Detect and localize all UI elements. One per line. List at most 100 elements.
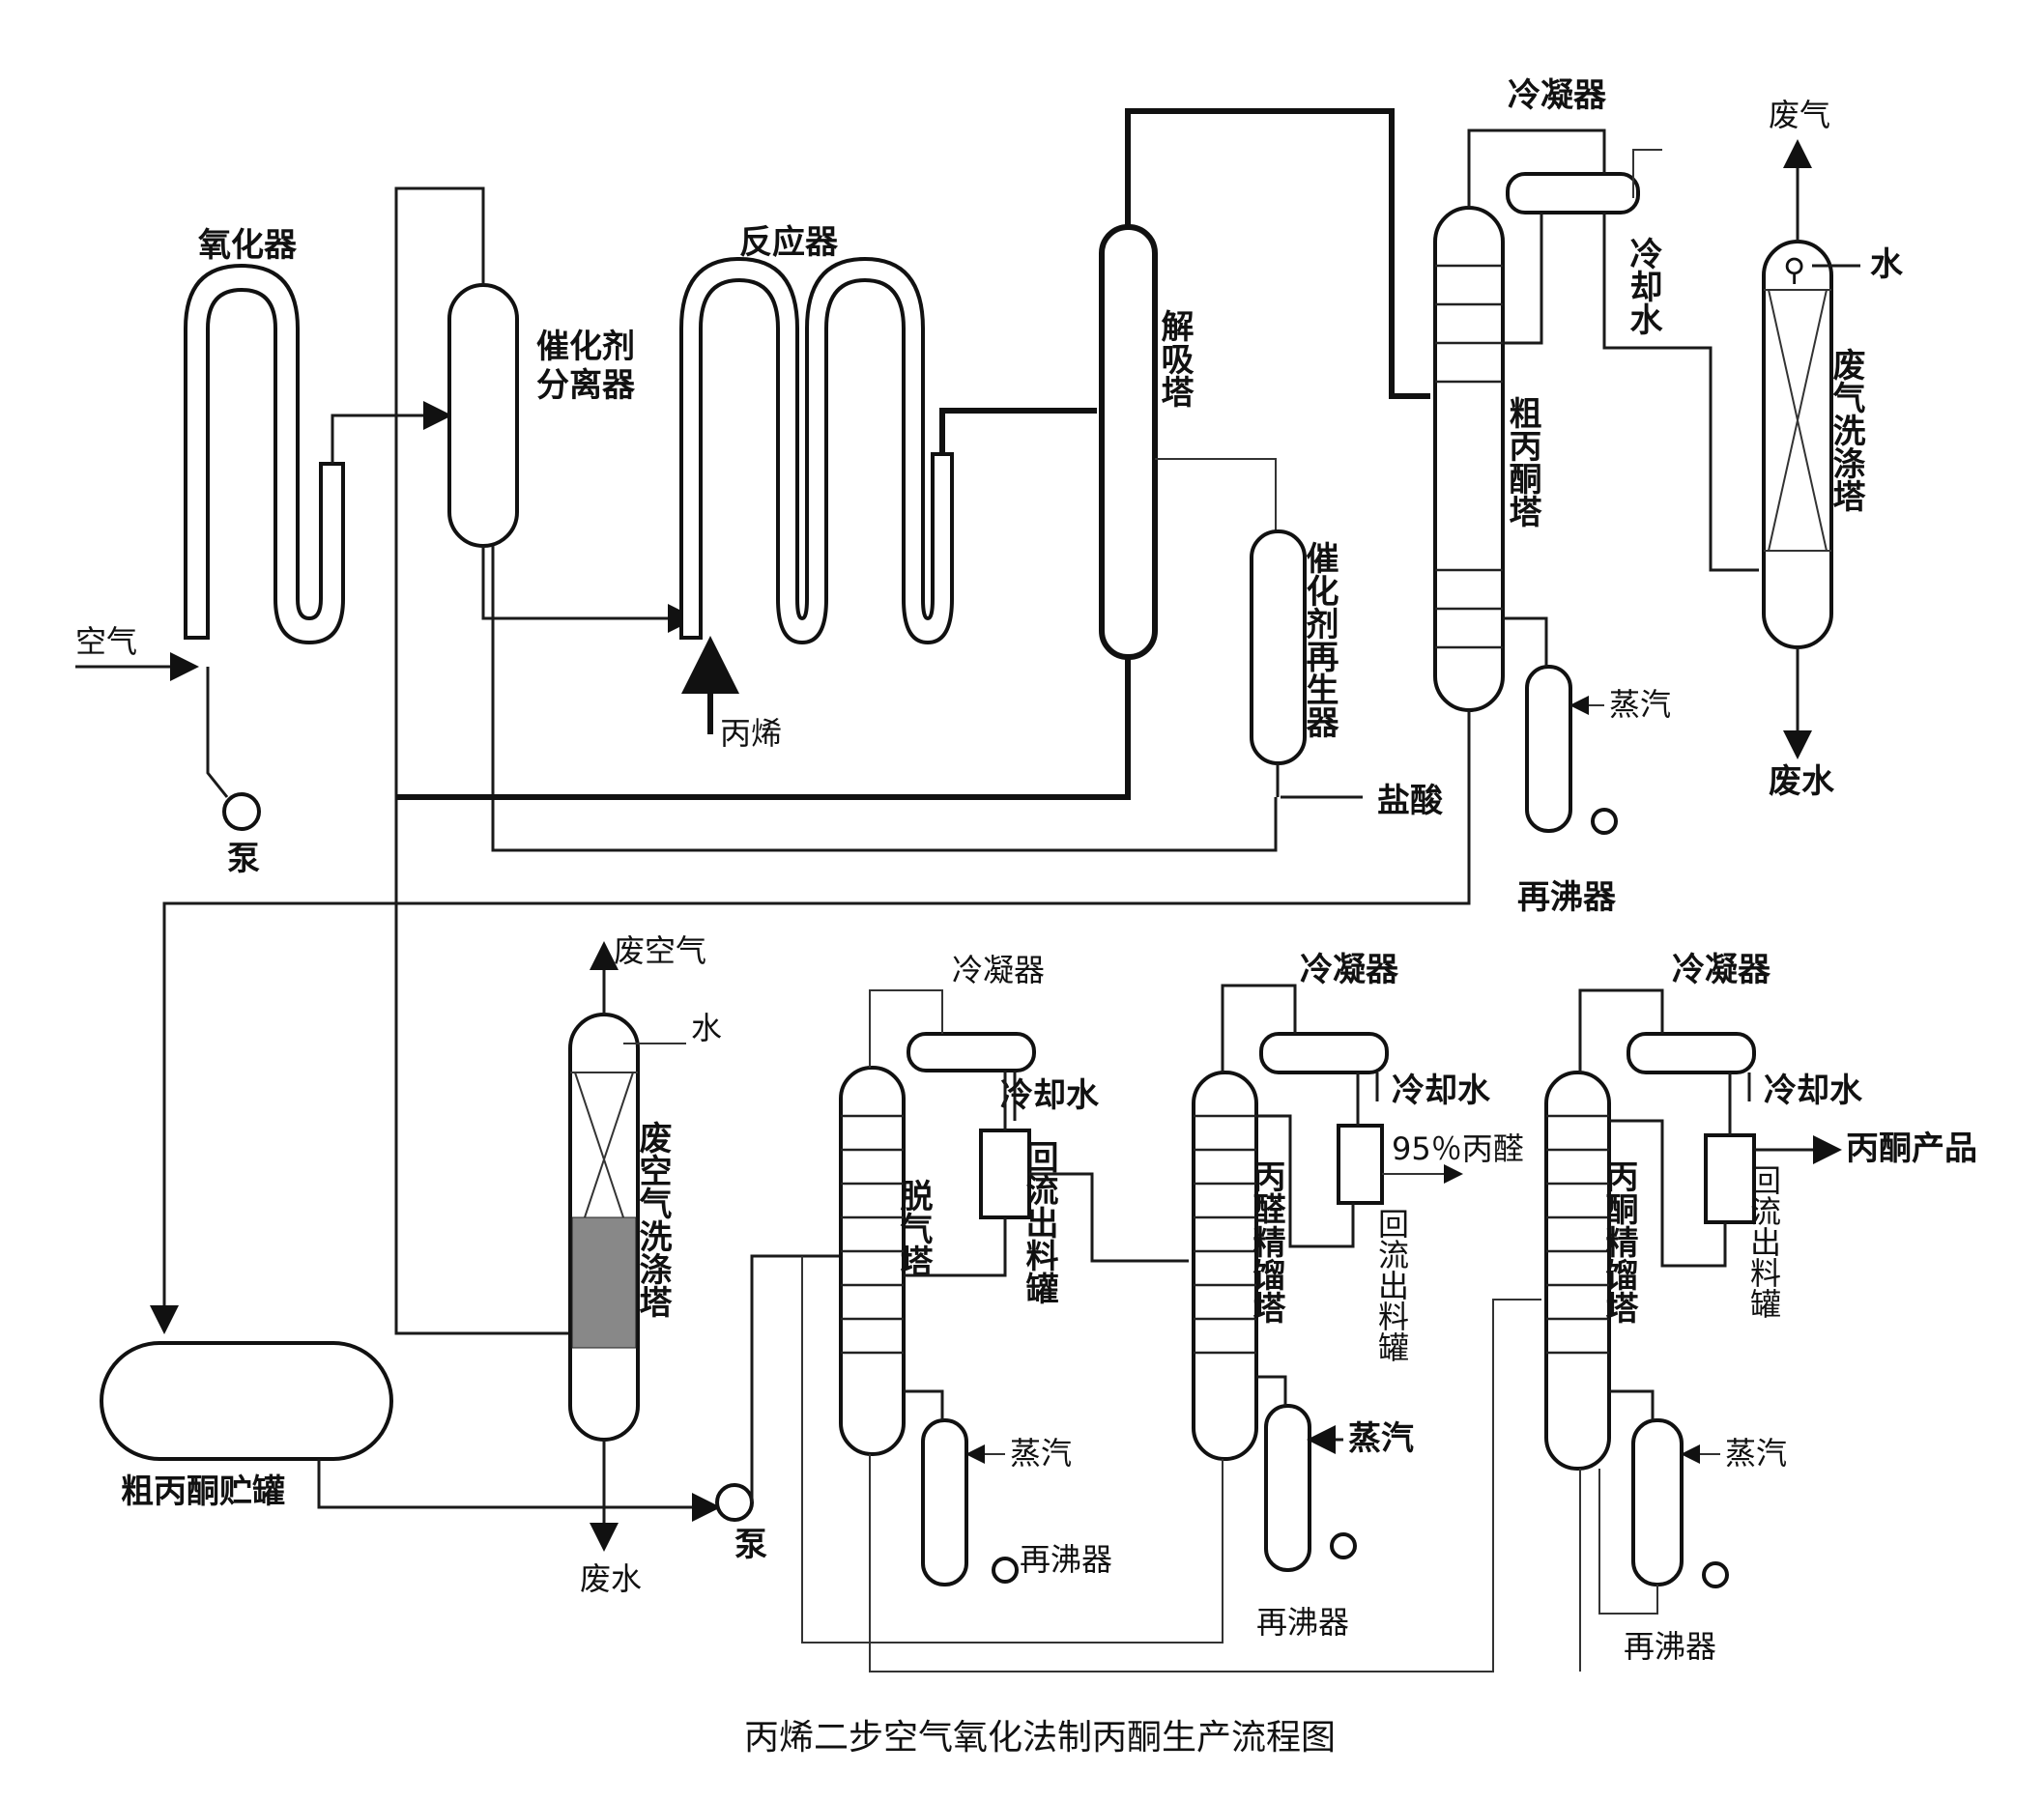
reboiler-2-label: 再沸器 <box>1256 1604 1349 1641</box>
reflux-tank-1-label: 回流出料罐 <box>1020 1140 1058 1304</box>
reflux-tank-2-label: 回流出料罐 <box>1373 1208 1410 1362</box>
aldehyde-bottom <box>801 1256 1224 1644</box>
offgas-scrubber-spray: ⚲ <box>1783 251 1805 288</box>
reboiler-1-trap <box>992 1557 1019 1584</box>
stripper-to-aldehyde <box>1029 1172 1189 1263</box>
reactor-to-desorber-line <box>939 408 1097 454</box>
steam-top-label: 蒸汽 <box>1609 686 1671 723</box>
stripper-label: 脱气塔 <box>894 1179 934 1277</box>
pump-to-oxidizer-line <box>206 667 229 798</box>
stripper-bottom <box>869 1299 1541 1672</box>
hcl-label: 盐酸 <box>1377 782 1444 820</box>
reactor-label: 反应器 <box>739 223 839 262</box>
reboiler-top-label: 再沸器 <box>1517 878 1617 917</box>
crude-acetone-column-label: 粗丙酮塔 <box>1503 396 1541 528</box>
condenser-2-label: 冷凝器 <box>1300 951 1399 989</box>
reboiler-loop-top <box>1503 616 1548 667</box>
cooling-water-2-label: 冷却水 <box>1392 1072 1491 1110</box>
reactor <box>679 256 954 645</box>
aldehyde-trays <box>1194 1114 1256 1355</box>
condenser-top <box>1506 172 1640 214</box>
crude-acetone-tank-label: 粗丙酮贮罐 <box>121 1472 285 1511</box>
reflux-tank-3 <box>1704 1133 1756 1224</box>
separator-top-line <box>394 186 570 1335</box>
aldehyde-column <box>1192 1071 1258 1461</box>
reflux-3-return <box>1609 1119 1727 1268</box>
stripper-top-vapor <box>869 989 943 1068</box>
reflux-tank-2 <box>1337 1124 1384 1205</box>
acetone-top-vapor <box>1578 988 1664 1072</box>
aldehyde-column-label: 丙醛精馏塔 <box>1247 1159 1285 1324</box>
reboiler-2-loop <box>1256 1375 1287 1406</box>
crude-acetone-column <box>1433 206 1505 712</box>
acetone-bottom-2 <box>1598 1469 1658 1615</box>
aldehyde-top-vapor <box>1221 984 1297 1072</box>
acetone-trays <box>1546 1114 1609 1355</box>
condenser-top-label: 冷凝器 <box>1508 76 1607 115</box>
condenser-reflux <box>1503 213 1543 345</box>
pump-to-stripper-line <box>750 1254 839 1502</box>
catalyst-regenerator <box>1250 529 1307 765</box>
cooling-water-1-label: 冷却水 <box>1000 1076 1100 1115</box>
propylene-label: 丙烯 <box>720 715 782 752</box>
acetone-product-label: 丙酮产品 <box>1846 1129 1977 1168</box>
tank-to-pump-line <box>317 1459 721 1522</box>
separator-bottom-line <box>481 546 697 633</box>
desorber <box>1099 224 1158 660</box>
waste-air-scrubber-label: 废空气洗涤塔 <box>633 1121 673 1318</box>
catalyst-regenerator-label: 催化剂再生器 <box>1300 541 1339 738</box>
crude-bottom-to-tank <box>150 710 1471 1334</box>
condenser-1-label: 冷凝器 <box>952 952 1045 988</box>
reboiler-2 <box>1264 1404 1311 1572</box>
reboiler-3-trap <box>1702 1561 1729 1588</box>
water-top-label: 水 <box>1870 245 1904 284</box>
diagram-caption: 丙烯二步空气氧化法制丙酮生产流程图 <box>744 1718 1336 1758</box>
aldehyde-product-label: 95％丙醛 <box>1392 1130 1524 1167</box>
reboiler-3 <box>1631 1418 1684 1587</box>
reboiler-top <box>1525 665 1572 833</box>
wastewater-top-label: 废水 <box>1769 762 1835 801</box>
steam-3-label: 蒸汽 <box>1725 1435 1787 1472</box>
pump-bottom <box>715 1483 754 1522</box>
pump-bottom-label: 泵 <box>734 1526 767 1564</box>
condenser-3-label: 冷凝器 <box>1672 951 1771 989</box>
offgas-label: 废气 <box>1769 97 1830 133</box>
reboiler-1-loop <box>904 1389 944 1420</box>
pump-top-label: 泵 <box>227 840 260 878</box>
condenser-1 <box>907 1032 1036 1072</box>
stripper-trays <box>841 1114 904 1355</box>
waste-air-packing <box>571 1216 637 1349</box>
oxidizer-label: 氧化器 <box>198 226 298 265</box>
reboiler-1-label: 再沸器 <box>1020 1541 1112 1578</box>
desorber-bottom-line <box>396 657 1131 800</box>
cooling-water-3-label: 冷却水 <box>1764 1072 1863 1110</box>
acetone-column-label: 丙酮精馏塔 <box>1599 1159 1638 1324</box>
reflux-2-return <box>1256 1114 1355 1248</box>
reboiler-1 <box>921 1418 968 1587</box>
oxidizer <box>184 263 345 645</box>
offgas-scrubber-x <box>1764 289 1831 552</box>
catalyst-separator <box>447 283 519 548</box>
reboiler-3-label: 再沸器 <box>1624 1628 1716 1665</box>
cooling-water-in-top <box>1632 149 1662 198</box>
acetone-column <box>1544 1071 1611 1471</box>
offgas-scrubber <box>1762 240 1833 649</box>
crude-acetone-tank <box>100 1341 393 1461</box>
stripper-column <box>839 1066 906 1456</box>
reboiler-3-loop <box>1609 1389 1655 1420</box>
condenser-3 <box>1627 1032 1756 1074</box>
offgas-scrubber-label: 废气洗涤塔 <box>1827 348 1866 512</box>
cooling-water-top-label: 冷却水 <box>1624 237 1662 335</box>
catalyst-separator-label-1: 催化剂 <box>536 328 635 366</box>
reflux-tank-3-label: 回流出料罐 <box>1745 1164 1782 1319</box>
water-mid-label: 水 <box>691 1010 722 1046</box>
separator-return-line <box>491 546 1278 852</box>
waste-air-label: 废空气 <box>614 932 706 969</box>
reflux-1-return <box>904 1217 1007 1277</box>
steam-2-label: 蒸汽 <box>1348 1419 1414 1458</box>
steam-1-label: 蒸汽 <box>1010 1435 1072 1472</box>
crude-top-vapor <box>1467 129 1606 208</box>
catalyst-separator-label-2: 分离器 <box>536 366 636 405</box>
oxidizer-to-separator-line <box>331 401 452 464</box>
air-label: 空气 <box>75 623 137 660</box>
